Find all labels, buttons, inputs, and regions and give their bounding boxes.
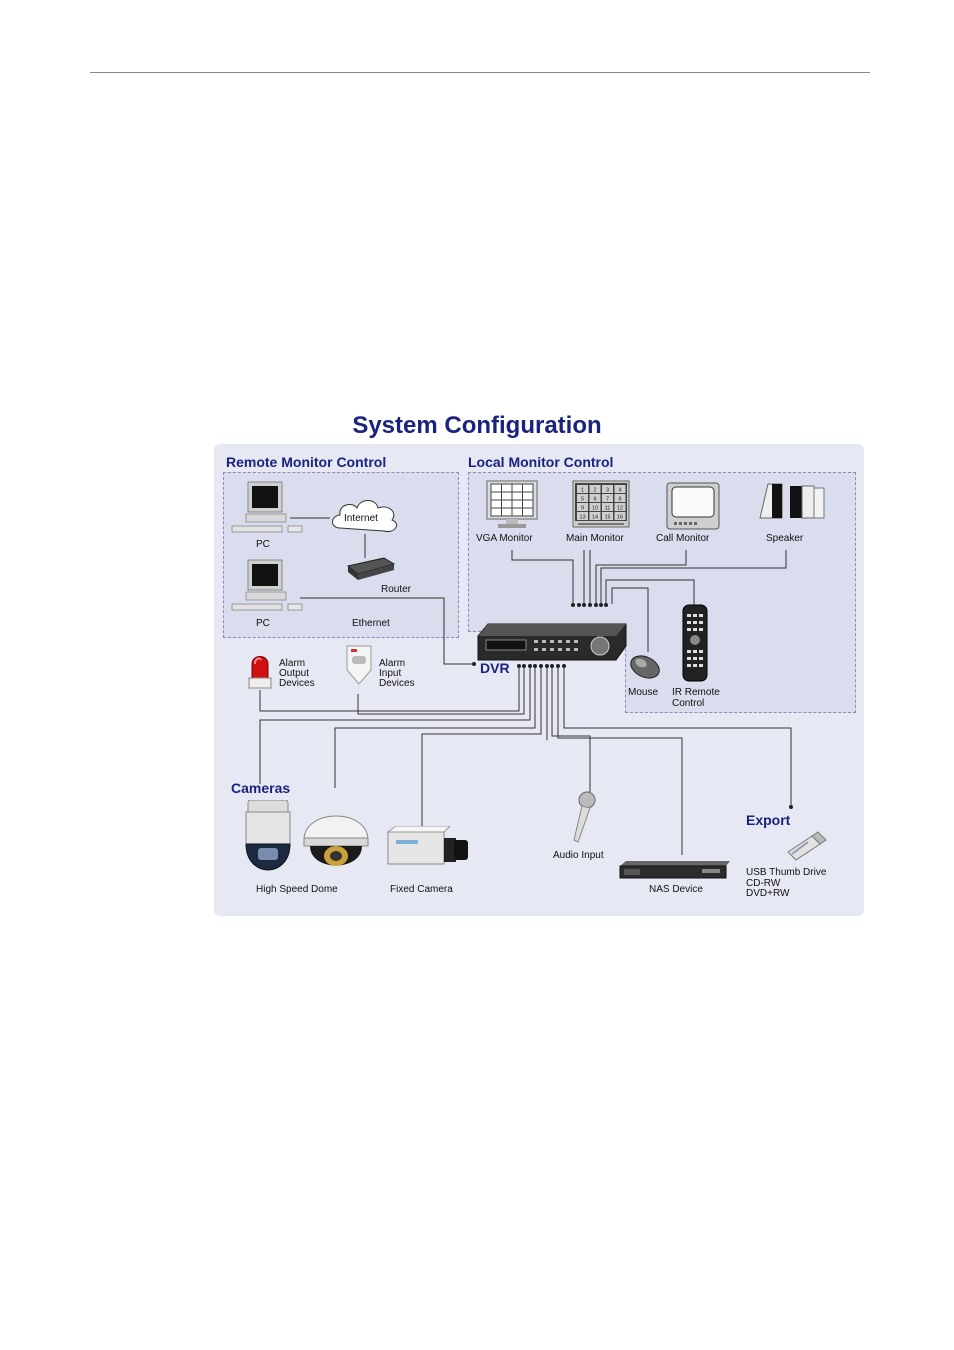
main-monitor-cell xyxy=(577,494,588,502)
alarm-input-label: Alarm xyxy=(379,658,406,669)
local-monitor-box-lower xyxy=(625,628,856,713)
alarm-input-label-line3: Devices xyxy=(379,678,415,689)
dvd-rw-label: DVD+RW xyxy=(746,888,790,899)
main-monitor-cell xyxy=(614,512,626,520)
main-monitor-cell-number: 9 xyxy=(581,506,584,512)
ir-remote-icon xyxy=(682,604,708,687)
usb-drive-icon xyxy=(784,830,830,869)
dvr-icon xyxy=(476,622,628,667)
main-monitor-cell xyxy=(614,503,626,511)
main-monitor-cell xyxy=(589,512,601,520)
diagram-title: System Configuration xyxy=(352,412,602,439)
pc-label: PC xyxy=(256,539,270,550)
main-monitor-cell xyxy=(614,494,626,502)
pc-icon xyxy=(228,480,310,541)
alarm-light-icon xyxy=(246,652,274,697)
high-speed-dome-label: High Speed Dome xyxy=(256,884,338,895)
main-monitor-cell xyxy=(577,512,588,520)
nas-device-label: NAS Device xyxy=(649,884,703,895)
main-monitor-cell-number: 1 xyxy=(581,488,584,494)
main-monitor-cell xyxy=(589,503,601,511)
router-label: Router xyxy=(381,584,412,595)
main-monitor-cell xyxy=(614,485,626,493)
main-monitor-cell-number: 14 xyxy=(592,515,598,521)
ethernet-label: Ethernet xyxy=(352,618,390,629)
fixed-camera-label: Fixed Camera xyxy=(390,884,453,895)
main-monitor-cell-number: 3 xyxy=(606,488,609,494)
main-monitor-cell xyxy=(589,485,601,493)
main-monitor-cell-number: 15 xyxy=(604,515,610,521)
cameras-heading: Cameras xyxy=(231,780,291,796)
main-monitor-cell xyxy=(602,494,613,502)
main-monitor-cell xyxy=(577,485,588,493)
pc-icon xyxy=(228,558,310,619)
alarm-output-label-line2: Output xyxy=(279,668,310,679)
vga-monitor-icon xyxy=(486,480,538,535)
main-monitor-cell-number: 2 xyxy=(593,488,596,494)
dvr-label: DVR xyxy=(480,660,510,676)
internet-cloud-icon xyxy=(328,496,402,541)
main-monitor-cell xyxy=(577,503,588,511)
main-monitor-label: Main Monitor xyxy=(566,533,624,544)
cd-rw-label: CD-RW xyxy=(746,878,781,889)
export-heading: Export xyxy=(746,812,791,828)
ir-remote-label: IR Remote xyxy=(672,687,720,698)
dome-camera-icon xyxy=(244,799,292,877)
alarm-sensor-icon xyxy=(344,642,374,693)
ir-remote-label-line2: Control xyxy=(672,698,705,709)
vga-monitor-label: VGA Monitor xyxy=(476,533,533,544)
speaker-icon xyxy=(758,482,828,527)
call-monitor-label: Call Monitor xyxy=(656,533,710,544)
main-monitor-cell-number: 12 xyxy=(617,506,623,512)
usb-thumb-drive-label: USB Thumb Drive xyxy=(746,867,827,878)
main-monitor-cell-number: 8 xyxy=(618,497,621,503)
mouse-label: Mouse xyxy=(628,687,659,698)
main-monitor-cell xyxy=(602,485,613,493)
fixed-camera-icon xyxy=(386,825,470,879)
pc-label: PC xyxy=(256,618,270,629)
main-monitor-cell-number: 16 xyxy=(617,515,623,521)
alarm-input-label-line2: Input xyxy=(379,668,402,679)
main-monitor-cell-number: 11 xyxy=(605,506,611,512)
main-monitor-cell xyxy=(602,503,613,511)
main-monitor-cell-number: 7 xyxy=(606,497,609,503)
internet-label: Internet xyxy=(344,513,378,524)
remote-monitor-heading: Remote Monitor Control xyxy=(226,454,387,470)
audio-input-label: Audio Input xyxy=(553,850,604,861)
alarm-output-label: Alarm xyxy=(279,658,306,669)
main-monitor-cell xyxy=(602,512,613,520)
main-monitor-cell-number: 4 xyxy=(618,488,621,494)
main-monitor-cell-number: 13 xyxy=(579,515,585,521)
speaker-label: Speaker xyxy=(766,533,804,544)
microphone-icon xyxy=(568,790,598,851)
main-monitor-cell xyxy=(589,494,601,502)
call-monitor-icon xyxy=(666,482,720,535)
header-rule xyxy=(90,72,870,73)
main-monitor-cell-number: 5 xyxy=(581,497,584,503)
nas-device-icon xyxy=(618,860,732,885)
speed-dome-camera-icon xyxy=(300,800,372,877)
local-monitor-heading: Local Monitor Control xyxy=(468,454,614,470)
router-icon xyxy=(346,556,396,587)
alarm-output-label-line3: Devices xyxy=(279,678,315,689)
main-monitor-cell-number: 10 xyxy=(592,506,598,512)
main-monitor-cell-number: 6 xyxy=(593,497,596,503)
mouse-icon xyxy=(628,652,662,687)
